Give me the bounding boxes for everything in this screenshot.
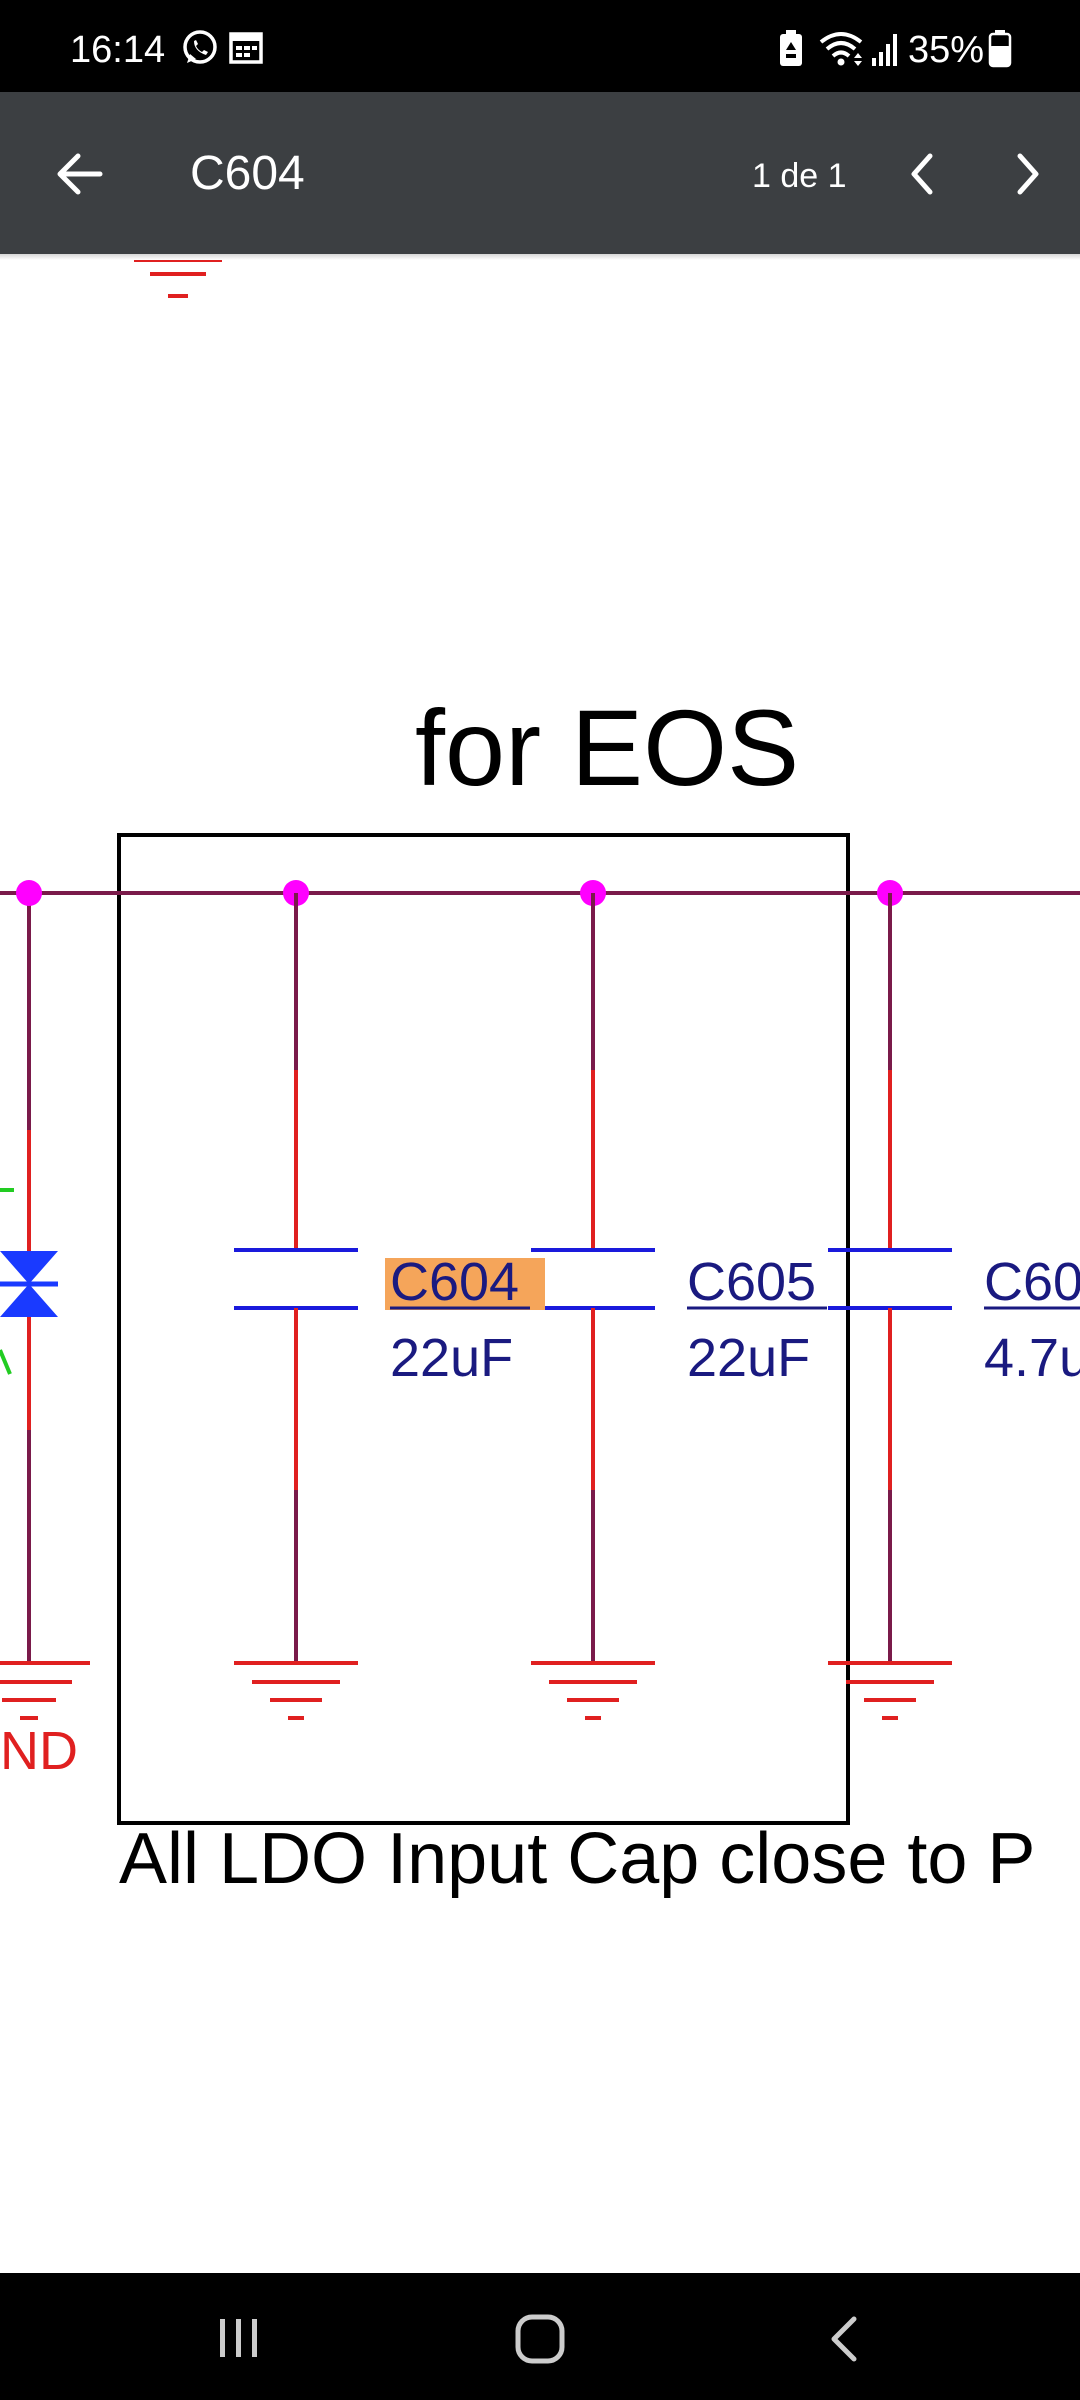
whatsapp-icon <box>183 30 217 64</box>
capacitor-value-c605: 22uF <box>687 1328 810 1388</box>
schematic-heading: for EOS <box>415 687 799 808</box>
ground-symbol <box>531 1661 655 1720</box>
status-time: 16:14 <box>70 29 166 71</box>
search-query[interactable]: C604 <box>190 147 305 200</box>
cap-group-box <box>117 833 850 1825</box>
ground-symbol <box>0 1661 90 1720</box>
capacitor-value-c604: 22uF <box>390 1328 513 1388</box>
capacitor-c60x <box>828 893 952 1663</box>
battery-saver-icon <box>780 30 802 66</box>
capacitor-ref-c604: C604 <box>390 1252 519 1312</box>
ground-symbol-top <box>134 260 222 298</box>
chevron-right-icon[interactable] <box>1010 150 1046 198</box>
toolbar-shadow <box>0 254 1080 260</box>
status-bar: 16:14 35% <box>0 0 1080 92</box>
capacitor-ref-c60x: C60 <box>984 1252 1080 1312</box>
ground-symbol <box>234 1661 358 1720</box>
match-counter: 1 de 1 <box>752 157 847 195</box>
battery-icon <box>988 30 1012 68</box>
find-toolbar <box>0 92 1080 254</box>
capacitor-value-c60x: 4.7u <box>984 1328 1080 1388</box>
battery-percent: 35% <box>908 29 985 71</box>
capacitor-ref-c605: C605 <box>687 1252 816 1312</box>
navigation-bar <box>0 2273 1080 2400</box>
back-icon[interactable] <box>826 2313 862 2365</box>
ground-label: ND <box>0 1721 78 1781</box>
junction-dot <box>16 880 42 906</box>
schematic-caption: All LDO Input Cap close to P <box>119 1819 1035 1899</box>
home-icon[interactable] <box>514 2313 566 2365</box>
signal-icon <box>872 34 897 66</box>
search-highlight <box>385 1258 545 1310</box>
ground-symbol <box>828 1661 952 1720</box>
calendar-icon <box>229 32 263 64</box>
document-view[interactable]: for EOS <box>0 260 1080 2273</box>
tvs-branch <box>0 893 58 1663</box>
capacitor-c604 <box>234 893 358 1663</box>
capacitor-c605 <box>531 893 655 1663</box>
recent-apps-icon[interactable] <box>214 2315 264 2361</box>
arrow-left-icon[interactable] <box>52 150 104 198</box>
wifi-icon <box>819 32 863 66</box>
schematic-page: for EOS <box>0 260 1080 1899</box>
chevron-left-icon[interactable] <box>904 150 940 198</box>
